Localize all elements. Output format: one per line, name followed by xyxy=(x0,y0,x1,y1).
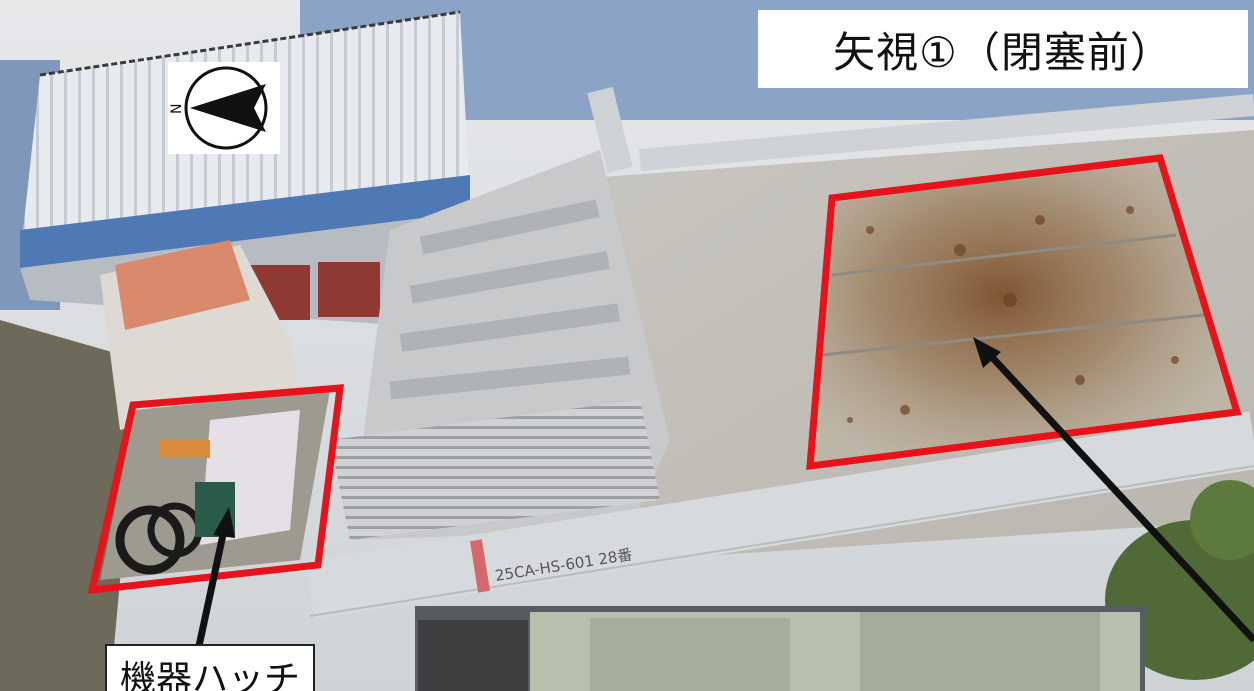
equipment-hatch-highlight xyxy=(87,384,345,595)
equipment-hatch-label: 機器ハッチ xyxy=(119,659,300,691)
compass-icon: N xyxy=(168,62,280,154)
compass-north-letter: N xyxy=(169,104,185,114)
arrow-to-equipment-hatch xyxy=(192,507,235,661)
view-title-box: 矢視①（閉塞前） xyxy=(758,10,1248,88)
view-title: 矢視①（閉塞前） xyxy=(833,27,1173,77)
equipment-hatch-label-box: 機器ハッチ xyxy=(105,644,315,691)
arrow-to-rusty-hatch xyxy=(973,337,1254,643)
rusty-hatch-highlight xyxy=(806,154,1242,471)
